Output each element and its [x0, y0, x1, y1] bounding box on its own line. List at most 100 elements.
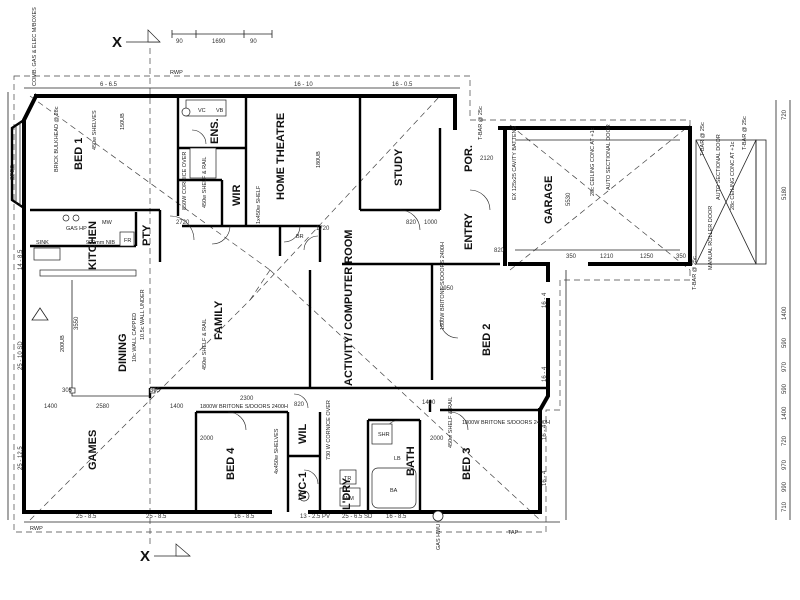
- bath-tub: [371, 467, 417, 509]
- dim-top-2: 16 - 10: [294, 82, 313, 88]
- dim-far-2: 5180: [782, 186, 788, 200]
- ensuite-toilet: [181, 107, 191, 117]
- room-wc: WC-1: [297, 472, 309, 500]
- room-entry: ENTRY: [463, 212, 475, 250]
- dim-right-2: 16 - 4: [542, 366, 548, 382]
- room-wir: WIR: [231, 185, 243, 206]
- note-lb: LB: [394, 456, 401, 462]
- note-ceiling-1: 28c CEILING CONC AT +1c: [590, 127, 596, 196]
- dim-far-4: 590: [782, 337, 788, 348]
- note-roller-door: MANUAL ROLLER DOOR: [708, 206, 714, 270]
- dim-far-1: 720: [782, 109, 788, 120]
- dim-bottom-5: 25 - 6.5 SD: [342, 514, 373, 520]
- room-study: STUDY: [393, 148, 405, 186]
- note-shelf-1x450: 1x450w SHELF: [256, 185, 262, 224]
- dim-int-16: 1400: [422, 400, 436, 406]
- far-right-dimensions: 720 5180 1400 590 970 590 1400 720 970 9…: [782, 109, 788, 512]
- note-tbar-3: T-BAR @ 25c: [692, 256, 698, 290]
- dim-int-2: 1000: [424, 220, 438, 226]
- note-wm: WM: [344, 496, 354, 502]
- dim-int-7: 2300: [240, 396, 254, 402]
- note-tr: TR: [344, 476, 351, 482]
- room-wil: WIL: [297, 424, 309, 444]
- dim-bottom-1: 25 - 8.5: [76, 514, 97, 520]
- dim-garage-3: 1210: [600, 254, 614, 260]
- note-rwp-bottom: RWP: [30, 526, 43, 532]
- column-1: [69, 387, 76, 394]
- dim-right-3: 16 - 4: [542, 424, 548, 440]
- note-sink: SINK: [36, 240, 49, 246]
- room-garage: GARAGE: [543, 176, 555, 224]
- dim-strip-2: 1690: [212, 39, 226, 45]
- dim-far-10: 990: [782, 481, 788, 492]
- cooktop-2: [72, 214, 80, 222]
- room-home-theatre: HOME THEATRE: [275, 113, 287, 200]
- note-vb: VB: [216, 108, 224, 114]
- dining-wall: [71, 280, 150, 397]
- note-wall-capped: 10c WALL CAPPED: [132, 313, 138, 362]
- note-family-shelf: 450w SHELF & RAIL: [202, 319, 208, 370]
- dim-strip-1: 90: [176, 39, 183, 45]
- room-family: FAMILY: [213, 300, 225, 340]
- room-bed2: BED 2: [481, 324, 493, 356]
- room-bed1: BED 1: [73, 138, 85, 170]
- dim-int-12: 1400: [170, 404, 184, 410]
- note-mw: MW: [102, 220, 113, 226]
- note-gas-tap: TAP: [508, 530, 519, 536]
- note-brick-bulkhead: BRICK BULKHEAD @ 28c: [54, 106, 60, 172]
- room-pty: PTY: [141, 224, 153, 246]
- room-bed4: BED 4: [225, 447, 237, 480]
- dim-garage-1: 5530: [566, 192, 572, 206]
- section-label-bottom: X: [140, 548, 150, 565]
- note-ub-180: 180UB: [316, 151, 322, 168]
- dim-strip-3: 90: [250, 39, 257, 45]
- note-shelf-bed3: 450w SHELF & RAIL: [448, 397, 454, 448]
- dim-right-4: 16 - 4: [542, 470, 548, 486]
- dim-top-1: 6 - 6.5: [100, 82, 118, 88]
- dim-top-3: 16 - 0.5: [392, 82, 413, 88]
- pantry-fridge: [119, 231, 135, 247]
- dim-int-5: 2120: [480, 156, 494, 162]
- room-por: POR.: [463, 145, 475, 172]
- note-tbar-4: T-BAR @ 25c: [742, 116, 748, 150]
- note-ub-150: 150UB: [120, 113, 126, 130]
- dim-int-8: 1400: [44, 404, 58, 410]
- note-comb: COMB. GAS & ELEC M/BOXES: [32, 7, 38, 86]
- note-auto-sectional-1: AUTO SECTIONAL DOOR: [606, 124, 612, 190]
- bath-shower: [371, 423, 393, 445]
- dim-left-3: 25 - 12.5: [18, 446, 24, 470]
- dim-left-1: 14 - 8.5: [18, 249, 24, 270]
- dimension-lines: [7, 87, 791, 523]
- note-fr: FR: [124, 238, 131, 244]
- room-games: GAMES: [87, 430, 99, 470]
- column-2: [149, 387, 156, 394]
- dim-garage-4: 1250: [640, 254, 654, 260]
- section-marker-top: X: [112, 29, 161, 51]
- room-bed3: BED 3: [461, 448, 473, 480]
- section-label-top: X: [112, 34, 122, 51]
- note-shelves-bed4: 4x450w SHELVES: [274, 428, 280, 474]
- dim-int-6: 1720: [316, 226, 330, 232]
- note-tbar-2: T-BAR @ 25c: [700, 122, 706, 156]
- note-ceiling-2: 28c CEILING CONC AT +1c: [730, 141, 736, 210]
- note-shr: SHR: [378, 432, 390, 438]
- entry-arrow: [31, 307, 49, 321]
- room-kitchen: KITCHEN: [87, 221, 99, 270]
- garage-dimensions: 5530 350 1210 1250 350 820: [494, 192, 687, 260]
- dim-int-13: 3550: [74, 316, 80, 330]
- note-br: BR: [296, 234, 304, 240]
- dim-int-9: 305: [62, 388, 73, 394]
- dim-bottom-3: 16 - 8.5: [234, 514, 255, 520]
- interior-dimensions: 2720 1000 820 2950 2120 1720 2300 1400 3…: [44, 156, 494, 442]
- dim-far-11: 710: [782, 501, 788, 512]
- dim-garage-2: 350: [566, 254, 577, 260]
- room-ens: ENS.: [209, 118, 221, 144]
- dim-far-5: 970: [782, 361, 788, 372]
- note-ba: BA: [390, 488, 398, 494]
- dim-garage-5: 350: [676, 254, 687, 260]
- dim-int-1: 2720: [176, 220, 190, 226]
- room-labels: BED 1 ENS. WIR HOME THEATRE STUDY POR. G…: [73, 113, 555, 510]
- room-bath: BATH: [405, 446, 417, 476]
- ensuite-shower: [189, 147, 217, 179]
